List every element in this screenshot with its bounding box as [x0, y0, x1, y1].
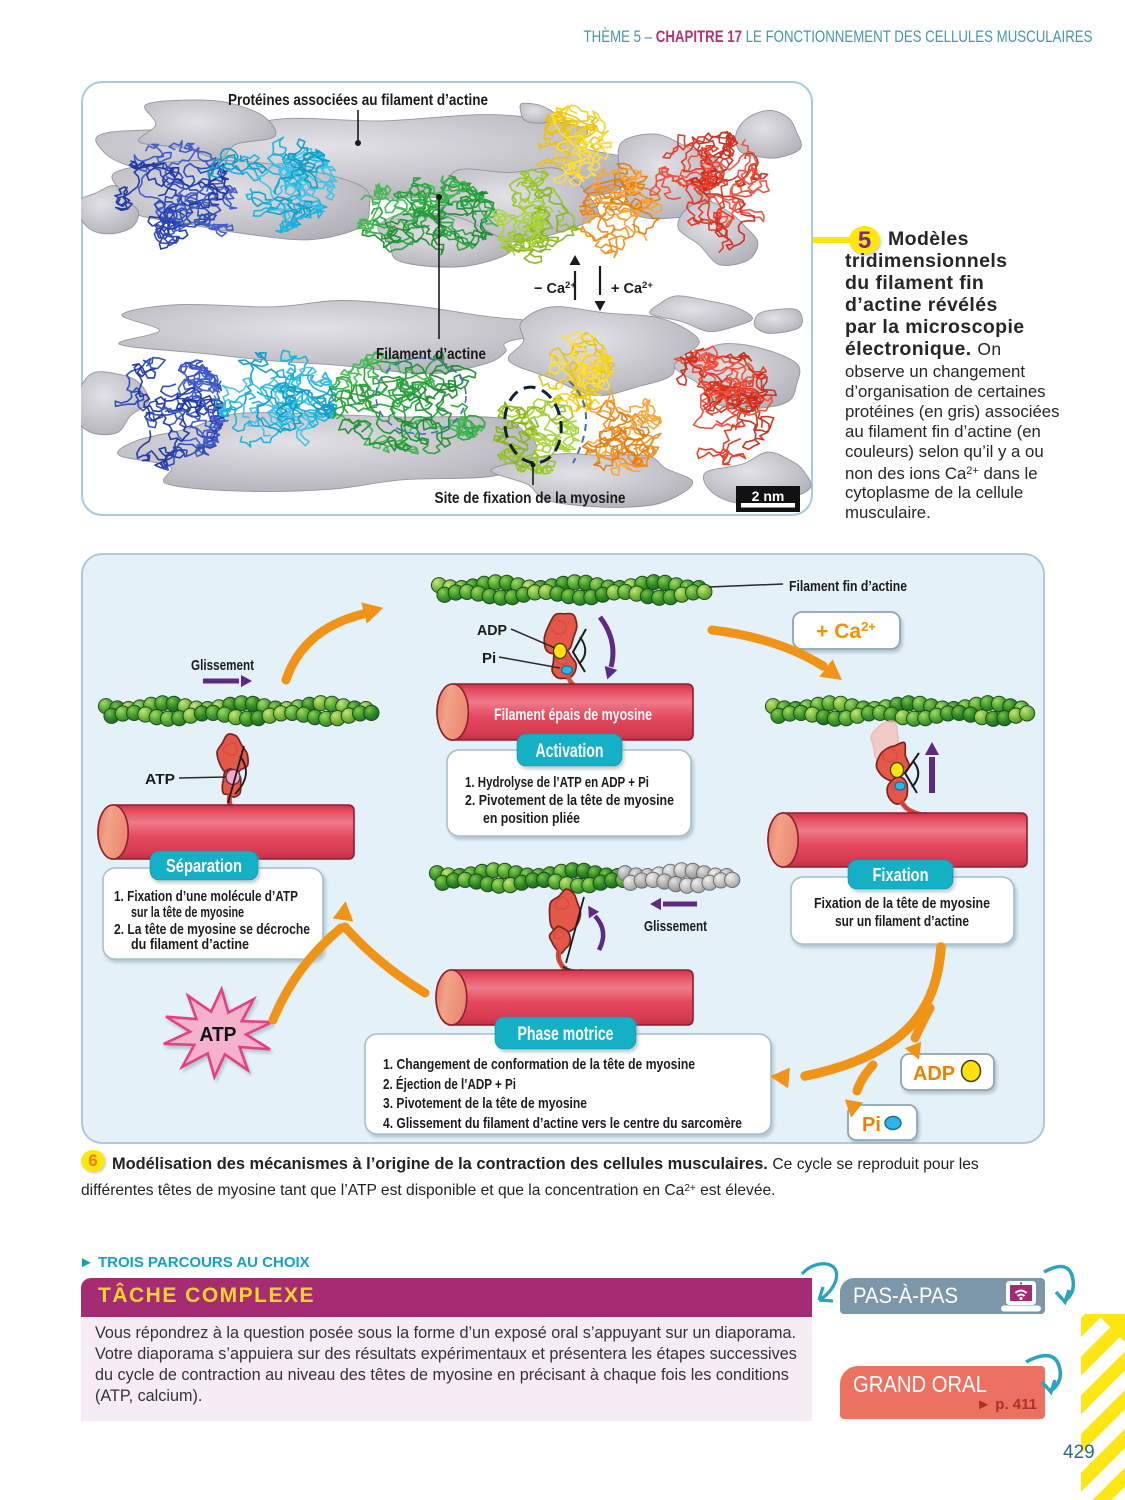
svg-text:Site de fixation de la myosine: Site de fixation de la myosine — [435, 490, 626, 507]
svg-text:sur la tête de myosine: sur la tête de myosine — [131, 905, 244, 921]
svg-text:2 nm: 2 nm — [752, 488, 785, 504]
svg-text:Glissement: Glissement — [644, 918, 707, 935]
svg-text:1. Hydrolyse de l’ATP en ADP +: 1. Hydrolyse de l’ATP en ADP + Pi — [465, 774, 649, 791]
svg-text:Séparation: Séparation — [166, 856, 242, 876]
svg-text:2. Éjection de l’ADP + Pi: 2. Éjection de l’ADP + Pi — [383, 1076, 516, 1093]
svg-text:Filament fin d’actine: Filament fin d’actine — [789, 578, 907, 595]
svg-text:du filament d’actine: du filament d’actine — [131, 937, 249, 953]
svg-text:3. Pivotement de la tête de my: 3. Pivotement de la tête de myosine — [383, 1095, 587, 1112]
svg-text:ADP: ADP — [477, 622, 507, 639]
svg-text:ATP: ATP — [145, 771, 175, 788]
svg-text:1. Fixation d’une molécule d’A: 1. Fixation d’une molécule d’ATP — [114, 889, 298, 905]
svg-text:2. Pivotement de la tête de my: 2. Pivotement de la tête de myosine — [465, 792, 674, 809]
svg-text:en position pliée: en position pliée — [483, 810, 580, 827]
svg-text:4. Glissement du filament d’ac: 4. Glissement du filament d’actine vers … — [383, 1115, 742, 1132]
svg-text:1. Changement de conformation: 1. Changement de conformation de la tête… — [383, 1056, 695, 1073]
svg-text:ADP: ADP — [913, 1063, 955, 1085]
svg-text:ATP: ATP — [200, 1024, 237, 1046]
svg-text:Filament épais de myosine: Filament épais de myosine — [494, 706, 652, 724]
svg-text:Pi: Pi — [482, 650, 496, 667]
svg-text:Phase motrice: Phase motrice — [518, 1024, 614, 1045]
svg-text:Fixation de la tête de myosine: Fixation de la tête de myosine — [814, 895, 990, 912]
svg-text:sur un filament d’actine: sur un filament d’actine — [835, 913, 969, 930]
svg-text:Glissement: Glissement — [191, 657, 254, 674]
svg-text:Pi: Pi — [862, 1114, 881, 1136]
svg-text:2. La tête de myosine se décro: 2. La tête de myosine se décroche — [114, 922, 310, 938]
svg-text:Filament d’actine: Filament d’actine — [376, 346, 486, 363]
svg-text:Fixation: Fixation — [873, 865, 929, 885]
svg-text:+ Ca2+: + Ca2+ — [816, 619, 876, 644]
svg-text:Activation: Activation — [536, 741, 604, 762]
svg-text:Protéines associées au filamen: Protéines associées au filament d’actine — [228, 92, 488, 109]
